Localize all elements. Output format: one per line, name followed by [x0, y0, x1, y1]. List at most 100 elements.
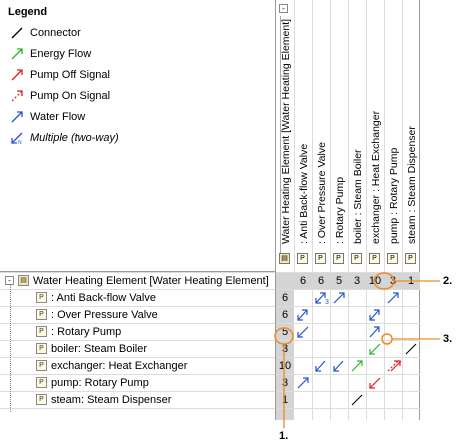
callout-3-label: 3.: [443, 333, 453, 345]
part-icon: P: [387, 253, 398, 264]
tree-row[interactable]: P : Over Pressure Valve: [0, 306, 274, 323]
column-header-4[interactable]: boiler : Steam Boiler P: [348, 0, 366, 268]
column-header-6[interactable]: pump : Rotary Pump P: [384, 0, 402, 268]
legend-title: Legend: [8, 6, 48, 18]
block-icon: ▤: [279, 253, 290, 264]
header-tree-line: [280, 16, 281, 264]
matrix-cells[interactable]: 3: [294, 289, 420, 420]
tree-row[interactable]: P : Rotary Pump: [0, 323, 274, 340]
part-icon: P: [36, 343, 47, 354]
row-type: : Rotary Pump: [51, 325, 122, 338]
column-header-3[interactable]: : Rotary Pump P: [330, 0, 348, 268]
part-icon: P: [36, 394, 47, 405]
cell-multiple-icon: [333, 360, 344, 372]
column-header-7[interactable]: steam : Steam Dispenser P: [402, 0, 420, 268]
tree-row[interactable]: P steam : Steam Dispenser: [0, 391, 274, 408]
callout-1-highlight: [274, 327, 294, 345]
tree-row[interactable]: P : Anti Back-flow Valve: [0, 289, 274, 306]
cell-connector-icon: [351, 394, 363, 406]
legend-item-label: Multiple (two-way): [30, 132, 119, 144]
connector-line-icon: [11, 27, 23, 39]
part-icon: P: [36, 377, 47, 388]
tree-row-root[interactable]: ▤ Water Heating Element [Water Heating E…: [0, 272, 274, 289]
pump-off-signal-arrow-icon: [11, 69, 23, 81]
part-icon: P: [36, 292, 47, 303]
row-name: boiler: [51, 342, 78, 355]
row-type: : Rotary Pump: [78, 376, 149, 389]
legend-item-label: Pump On Signal: [30, 90, 111, 102]
multiple-two-way-icon: N: [11, 132, 23, 145]
part-icon: P: [36, 326, 47, 337]
row-count: 3: [281, 342, 289, 355]
block-icon: ▤: [18, 275, 29, 286]
column-count: 5: [335, 274, 343, 287]
legend-item-label: Water Flow: [30, 111, 86, 123]
row-type: : Heat Exchanger: [102, 359, 188, 372]
tree-row[interactable]: P pump : Rotary Pump: [0, 374, 274, 391]
part-icon: P: [297, 253, 308, 264]
cell-energy-flow-icon: [351, 360, 363, 372]
row-name: exchanger: [51, 359, 103, 372]
column-header-0[interactable]: Water Heating Element [Water Heating Ele…: [276, 0, 294, 268]
row-type: : Steam Dispenser: [80, 393, 172, 406]
column-count: 10: [368, 274, 382, 287]
row-type: : Steam Boiler: [77, 342, 147, 355]
cell-energy-flow-icon: [369, 343, 381, 355]
row-type: Water Heating Element [Water Heating Ele…: [33, 274, 269, 287]
column-header-region: -: [276, 0, 457, 272]
callout-1-label: 1.: [279, 430, 289, 442]
cell-water-flow-icon: [387, 292, 399, 304]
legend-item-label: Pump Off Signal: [30, 69, 110, 81]
matrix-grid: [0, 272, 420, 420]
collapse-toggle-icon[interactable]: -: [5, 276, 14, 285]
part-icon: P: [36, 309, 47, 320]
energy-flow-arrow-icon: [11, 48, 23, 60]
callout-3-highlight: [381, 333, 393, 345]
column-count-strip: [276, 272, 420, 289]
column-header-1[interactable]: : Anti Back-flow Valve P: [294, 0, 312, 268]
legend-item-connector: Connector: [10, 24, 81, 42]
part-icon: P: [369, 253, 380, 264]
legend-item-pump-off-signal: Pump Off Signal: [10, 66, 110, 84]
column-header-2[interactable]: : Over Pressure Valve P: [312, 0, 330, 268]
cell-water-flow-icon: [297, 377, 309, 389]
column-count: 3: [353, 274, 361, 287]
cell-connector-icon: [405, 343, 417, 355]
collapse-toggle-icon[interactable]: -: [279, 4, 288, 13]
part-icon: P: [351, 253, 362, 264]
row-count: 6: [281, 291, 289, 304]
tree-row[interactable]: P exchanger : Heat Exchanger: [0, 357, 274, 374]
cell-pump-signal-icon: [387, 360, 402, 372]
row-count: 6: [281, 308, 289, 321]
cell-count: 3: [325, 299, 329, 306]
legend-item-multiple: N Multiple (two-way): [10, 129, 119, 147]
cell-multiple-icon: [369, 326, 380, 338]
tree-line: [10, 285, 12, 412]
part-icon: P: [36, 360, 47, 371]
column-count: 3: [389, 274, 397, 287]
row-count: 5: [281, 325, 289, 338]
legend-item-water-flow: Water Flow: [10, 108, 85, 126]
column-header-5[interactable]: exchanger : Heat Exchanger P: [366, 0, 384, 268]
header-grid: [294, 0, 403, 272]
legend-item-energy-flow: Energy Flow: [10, 45, 91, 63]
svg-text:N: N: [18, 140, 22, 145]
row-count-strip: [276, 289, 294, 420]
part-icon: P: [333, 253, 344, 264]
legend-item-label: Connector: [30, 27, 81, 39]
cell-water-flow-icon: [297, 326, 309, 338]
legend-panel: Legend Connector Energy Flow Pump Off Si…: [0, 0, 276, 272]
callout-2-label: 2.: [443, 275, 453, 287]
cell-multiple-icon: [315, 292, 326, 304]
callout-2-highlight: [373, 272, 395, 290]
part-icon: P: [315, 253, 326, 264]
matrix-outline: [276, 0, 420, 420]
row-name: steam: [51, 393, 81, 406]
cell-pump-signal-icon: [369, 377, 381, 389]
legend-item-pump-on-signal: Pump On Signal: [10, 87, 110, 105]
tree-row[interactable]: P boiler : Steam Boiler: [0, 340, 274, 357]
column-count: 6: [299, 274, 307, 287]
row-type: : Anti Back-flow Valve: [51, 291, 156, 304]
legend-item-label: Energy Flow: [30, 48, 92, 60]
